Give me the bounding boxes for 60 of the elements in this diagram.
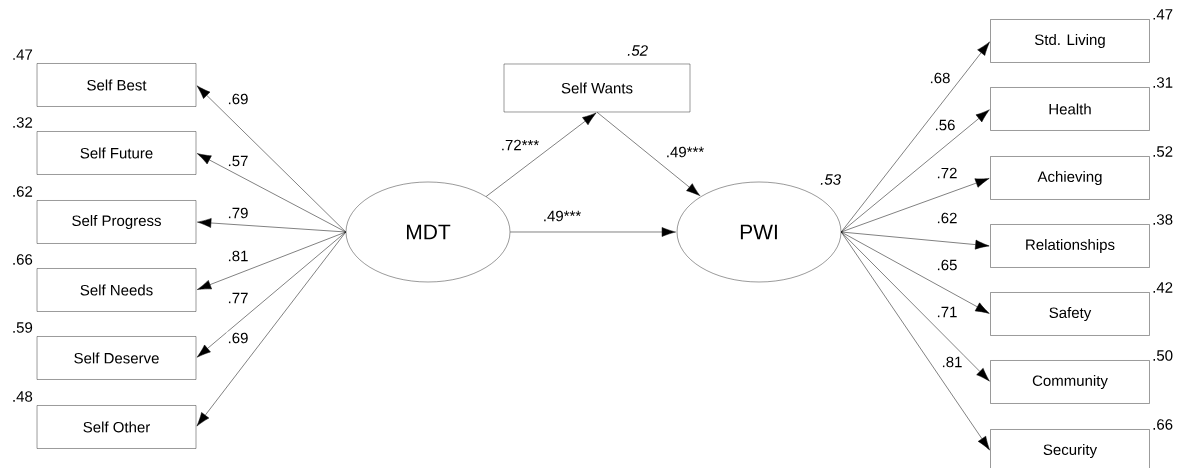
edge-label: .65 — [935, 258, 959, 272]
coefficient-label: .47 — [13, 49, 33, 60]
arrow — [840, 41, 990, 233]
arrow — [196, 231, 347, 427]
edge-label: .79 — [226, 206, 250, 220]
arrow — [840, 109, 990, 233]
arrow — [840, 231, 990, 314]
arrow — [596, 111, 701, 196]
coefficient-label: .66 — [1153, 419, 1173, 430]
variable-box: Relationships — [990, 224, 1150, 268]
variable-box: Self Other — [36, 405, 197, 449]
coefficient-label: .48 — [13, 391, 33, 402]
variable-box: Self Needs — [36, 268, 197, 312]
coefficient-label: .52 — [1153, 146, 1173, 157]
variable-box: Self Future — [36, 131, 197, 175]
arrow — [197, 218, 347, 233]
coefficient-label: .59 — [13, 322, 33, 333]
edge-label: .72*** — [499, 138, 541, 152]
variable-box: Std. Living — [990, 19, 1150, 63]
coefficient-label: .47 — [1153, 9, 1173, 20]
arrow — [509, 227, 676, 237]
variable-box: Achieving — [990, 156, 1150, 200]
arrow — [196, 85, 347, 233]
coefficient-label: .62 — [13, 186, 33, 197]
arrow — [197, 153, 347, 233]
coefficient-label: .52 — [627, 45, 648, 56]
edge-label: .49*** — [664, 145, 706, 159]
edge-label: .57 — [226, 154, 250, 168]
edge-label: .81 — [940, 355, 964, 369]
edge-label: .77 — [226, 291, 250, 305]
edge-label: .69 — [226, 92, 250, 106]
variable-box: Community — [990, 360, 1150, 404]
coefficient-label: .42 — [1153, 282, 1173, 293]
arrow — [840, 231, 990, 382]
edge-label: .49*** — [541, 209, 583, 223]
arrow — [485, 112, 597, 197]
arrow — [840, 178, 990, 233]
coefficient-label: .66 — [13, 254, 33, 265]
variable-box: Self Deserve — [36, 336, 197, 380]
edge-label: .81 — [226, 249, 250, 263]
arrow — [196, 231, 347, 358]
variable-box: Self Wants — [503, 63, 691, 113]
variable-box: Health — [990, 87, 1150, 131]
edge-label: .62 — [935, 211, 959, 225]
variable-box: Self Best — [36, 63, 197, 107]
variable-box: Self Progress — [36, 200, 197, 244]
arrow — [197, 231, 347, 290]
coefficient-label: .31 — [1153, 77, 1173, 88]
coefficient-label: .50 — [1153, 350, 1173, 361]
coefficient-label: .32 — [13, 117, 33, 128]
edge-label: .69 — [226, 331, 250, 345]
edge-label: .68 — [928, 71, 952, 85]
edge-label: .71 — [935, 305, 959, 319]
edge-label: .56 — [933, 118, 957, 132]
variable-box: Security — [990, 429, 1150, 468]
edge-label: .72 — [935, 166, 959, 180]
arrow — [840, 231, 990, 250]
variable-box: Safety — [990, 292, 1150, 336]
coefficient-label: .38 — [1153, 214, 1173, 225]
arrow — [840, 231, 990, 451]
